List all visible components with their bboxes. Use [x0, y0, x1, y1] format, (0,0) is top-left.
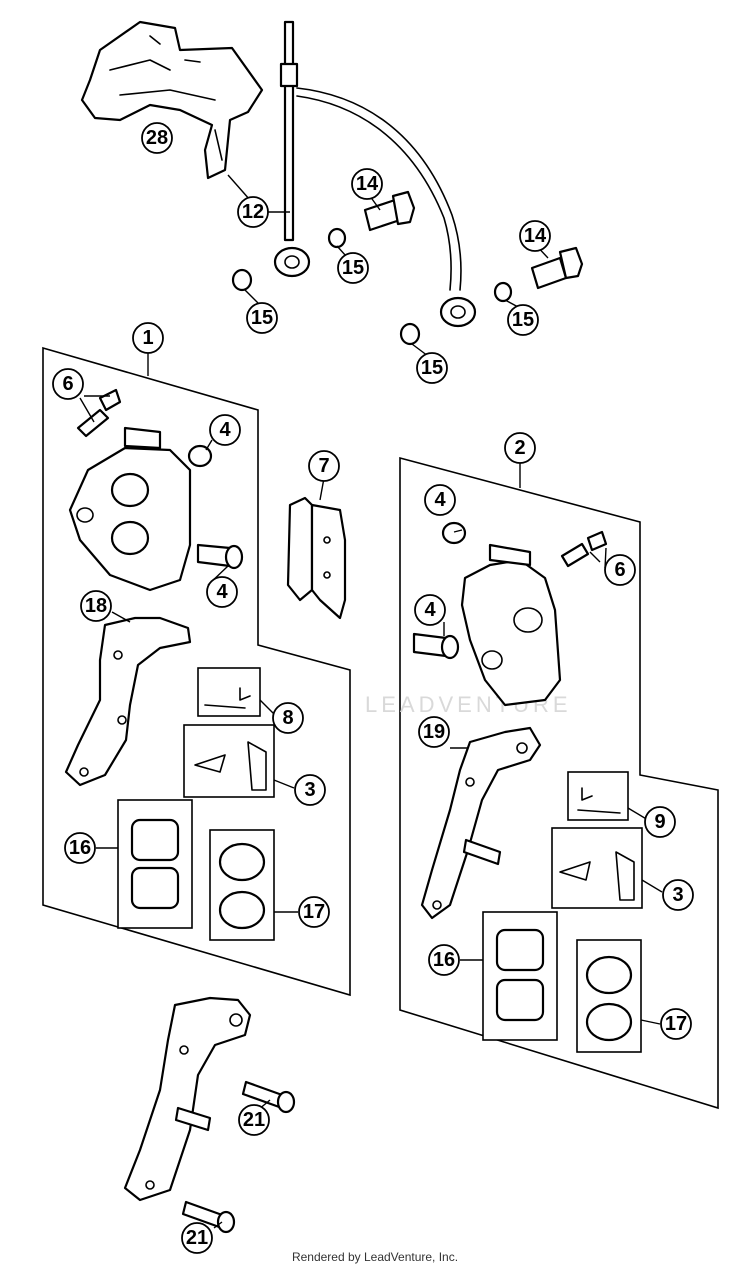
svg-text:15: 15 — [251, 307, 273, 329]
callout-28: 28 — [141, 122, 173, 154]
bolt-21-a — [241, 1080, 296, 1114]
callout-17-left: 17 — [298, 896, 330, 928]
callout-16-left: 16 — [64, 832, 96, 864]
washer-15-b — [231, 268, 253, 292]
svg-text:28: 28 — [146, 127, 168, 149]
svg-text:16: 16 — [69, 837, 91, 859]
guide-pin-4-right — [412, 632, 460, 660]
callout-8: 8 — [272, 702, 304, 734]
caliper-bracket-18 — [64, 616, 192, 787]
caliper-bracket-19 — [420, 726, 542, 920]
guide-pin-4-left — [196, 543, 244, 570]
guide-pin-boot-4-right — [441, 521, 467, 545]
bleeder-valve-6-right — [560, 530, 608, 568]
brake-line-12 — [273, 20, 477, 328]
svg-text:3: 3 — [672, 884, 683, 906]
svg-text:4: 4 — [434, 489, 446, 511]
callout-14-left: 14 — [351, 168, 383, 200]
guide-pin-boot-4-left — [187, 444, 213, 468]
pin-kit-9 — [567, 771, 629, 821]
callout-18: 18 — [80, 590, 112, 622]
seal-kit-17-left — [209, 829, 275, 941]
piston-kit-16-left — [117, 799, 193, 929]
svg-text:4: 4 — [219, 419, 231, 441]
svg-text:15: 15 — [421, 357, 443, 379]
callout-21-a: 21 — [238, 1104, 270, 1136]
svg-text:14: 14 — [356, 173, 379, 195]
svg-text:7: 7 — [318, 455, 329, 477]
svg-text:21: 21 — [243, 1109, 265, 1131]
svg-text:2: 2 — [514, 437, 525, 459]
callout-21-b: 21 — [181, 1222, 213, 1254]
svg-text:6: 6 — [614, 559, 625, 581]
svg-text:12: 12 — [242, 201, 264, 223]
callout-15-c: 15 — [507, 304, 539, 336]
washer-15-a — [327, 227, 347, 249]
callout-9: 9 — [644, 806, 676, 838]
svg-text:17: 17 — [665, 1013, 687, 1035]
callout-7: 7 — [308, 450, 340, 482]
callout-4-b: 4 — [206, 576, 238, 608]
footer-credit: Rendered by LeadVenture, Inc. — [291, 1250, 459, 1264]
banjo-bolt-14-right — [530, 246, 584, 290]
callout-15-a: 15 — [337, 252, 369, 284]
svg-text:9: 9 — [654, 811, 665, 833]
decal-kit-3-left — [183, 724, 275, 798]
svg-text:4: 4 — [424, 599, 436, 621]
svg-text:4: 4 — [216, 581, 228, 603]
svg-text:3: 3 — [304, 779, 315, 801]
callout-4-d: 4 — [414, 594, 446, 626]
bracket-28 — [80, 20, 264, 180]
callout-1: 1 — [132, 322, 164, 354]
svg-text:21: 21 — [186, 1227, 208, 1249]
callout-3-right: 3 — [662, 879, 694, 911]
svg-text:8: 8 — [282, 707, 293, 729]
svg-text:17: 17 — [303, 901, 325, 923]
callout-3-left: 3 — [294, 774, 326, 806]
callout-15-b: 15 — [246, 302, 278, 334]
seal-kit-17-right — [576, 939, 642, 1053]
svg-text:18: 18 — [85, 595, 107, 617]
caliper-assembly-1-panel — [42, 346, 351, 997]
bleeder-valve-6-left — [76, 388, 122, 438]
caliper-bracket-bottom — [123, 996, 252, 1202]
callout-19: 19 — [418, 716, 450, 748]
callout-17-right: 17 — [660, 1008, 692, 1040]
pin-kit-8 — [197, 667, 261, 717]
svg-text:15: 15 — [512, 309, 534, 331]
bolt-21-b — [181, 1200, 236, 1234]
svg-text:15: 15 — [342, 257, 364, 279]
washer-15-d — [399, 322, 421, 346]
svg-text:19: 19 — [423, 721, 445, 743]
callout-6-right: 6 — [604, 554, 636, 586]
svg-text:14: 14 — [524, 225, 547, 247]
washer-15-c — [493, 281, 513, 303]
banjo-bolt-14-left — [363, 190, 416, 232]
leader-lines — [79, 174, 663, 1229]
caliper-2 — [460, 543, 562, 707]
svg-text:1: 1 — [142, 327, 153, 349]
callout-4-c: 4 — [424, 484, 456, 516]
svg-text:16: 16 — [433, 949, 455, 971]
brake-pads-7 — [286, 496, 347, 620]
decal-kit-3-right — [551, 827, 643, 909]
callout-2: 2 — [504, 432, 536, 464]
callout-6-left: 6 — [52, 368, 84, 400]
piston-kit-16-right — [482, 911, 558, 1041]
callout-14-right: 14 — [519, 220, 551, 252]
callout-12: 12 — [237, 196, 269, 228]
caliper-1 — [68, 426, 192, 592]
callout-16-right: 16 — [428, 944, 460, 976]
svg-text:6: 6 — [62, 373, 73, 395]
callout-15-d: 15 — [416, 352, 448, 384]
callout-4-a: 4 — [209, 414, 241, 446]
